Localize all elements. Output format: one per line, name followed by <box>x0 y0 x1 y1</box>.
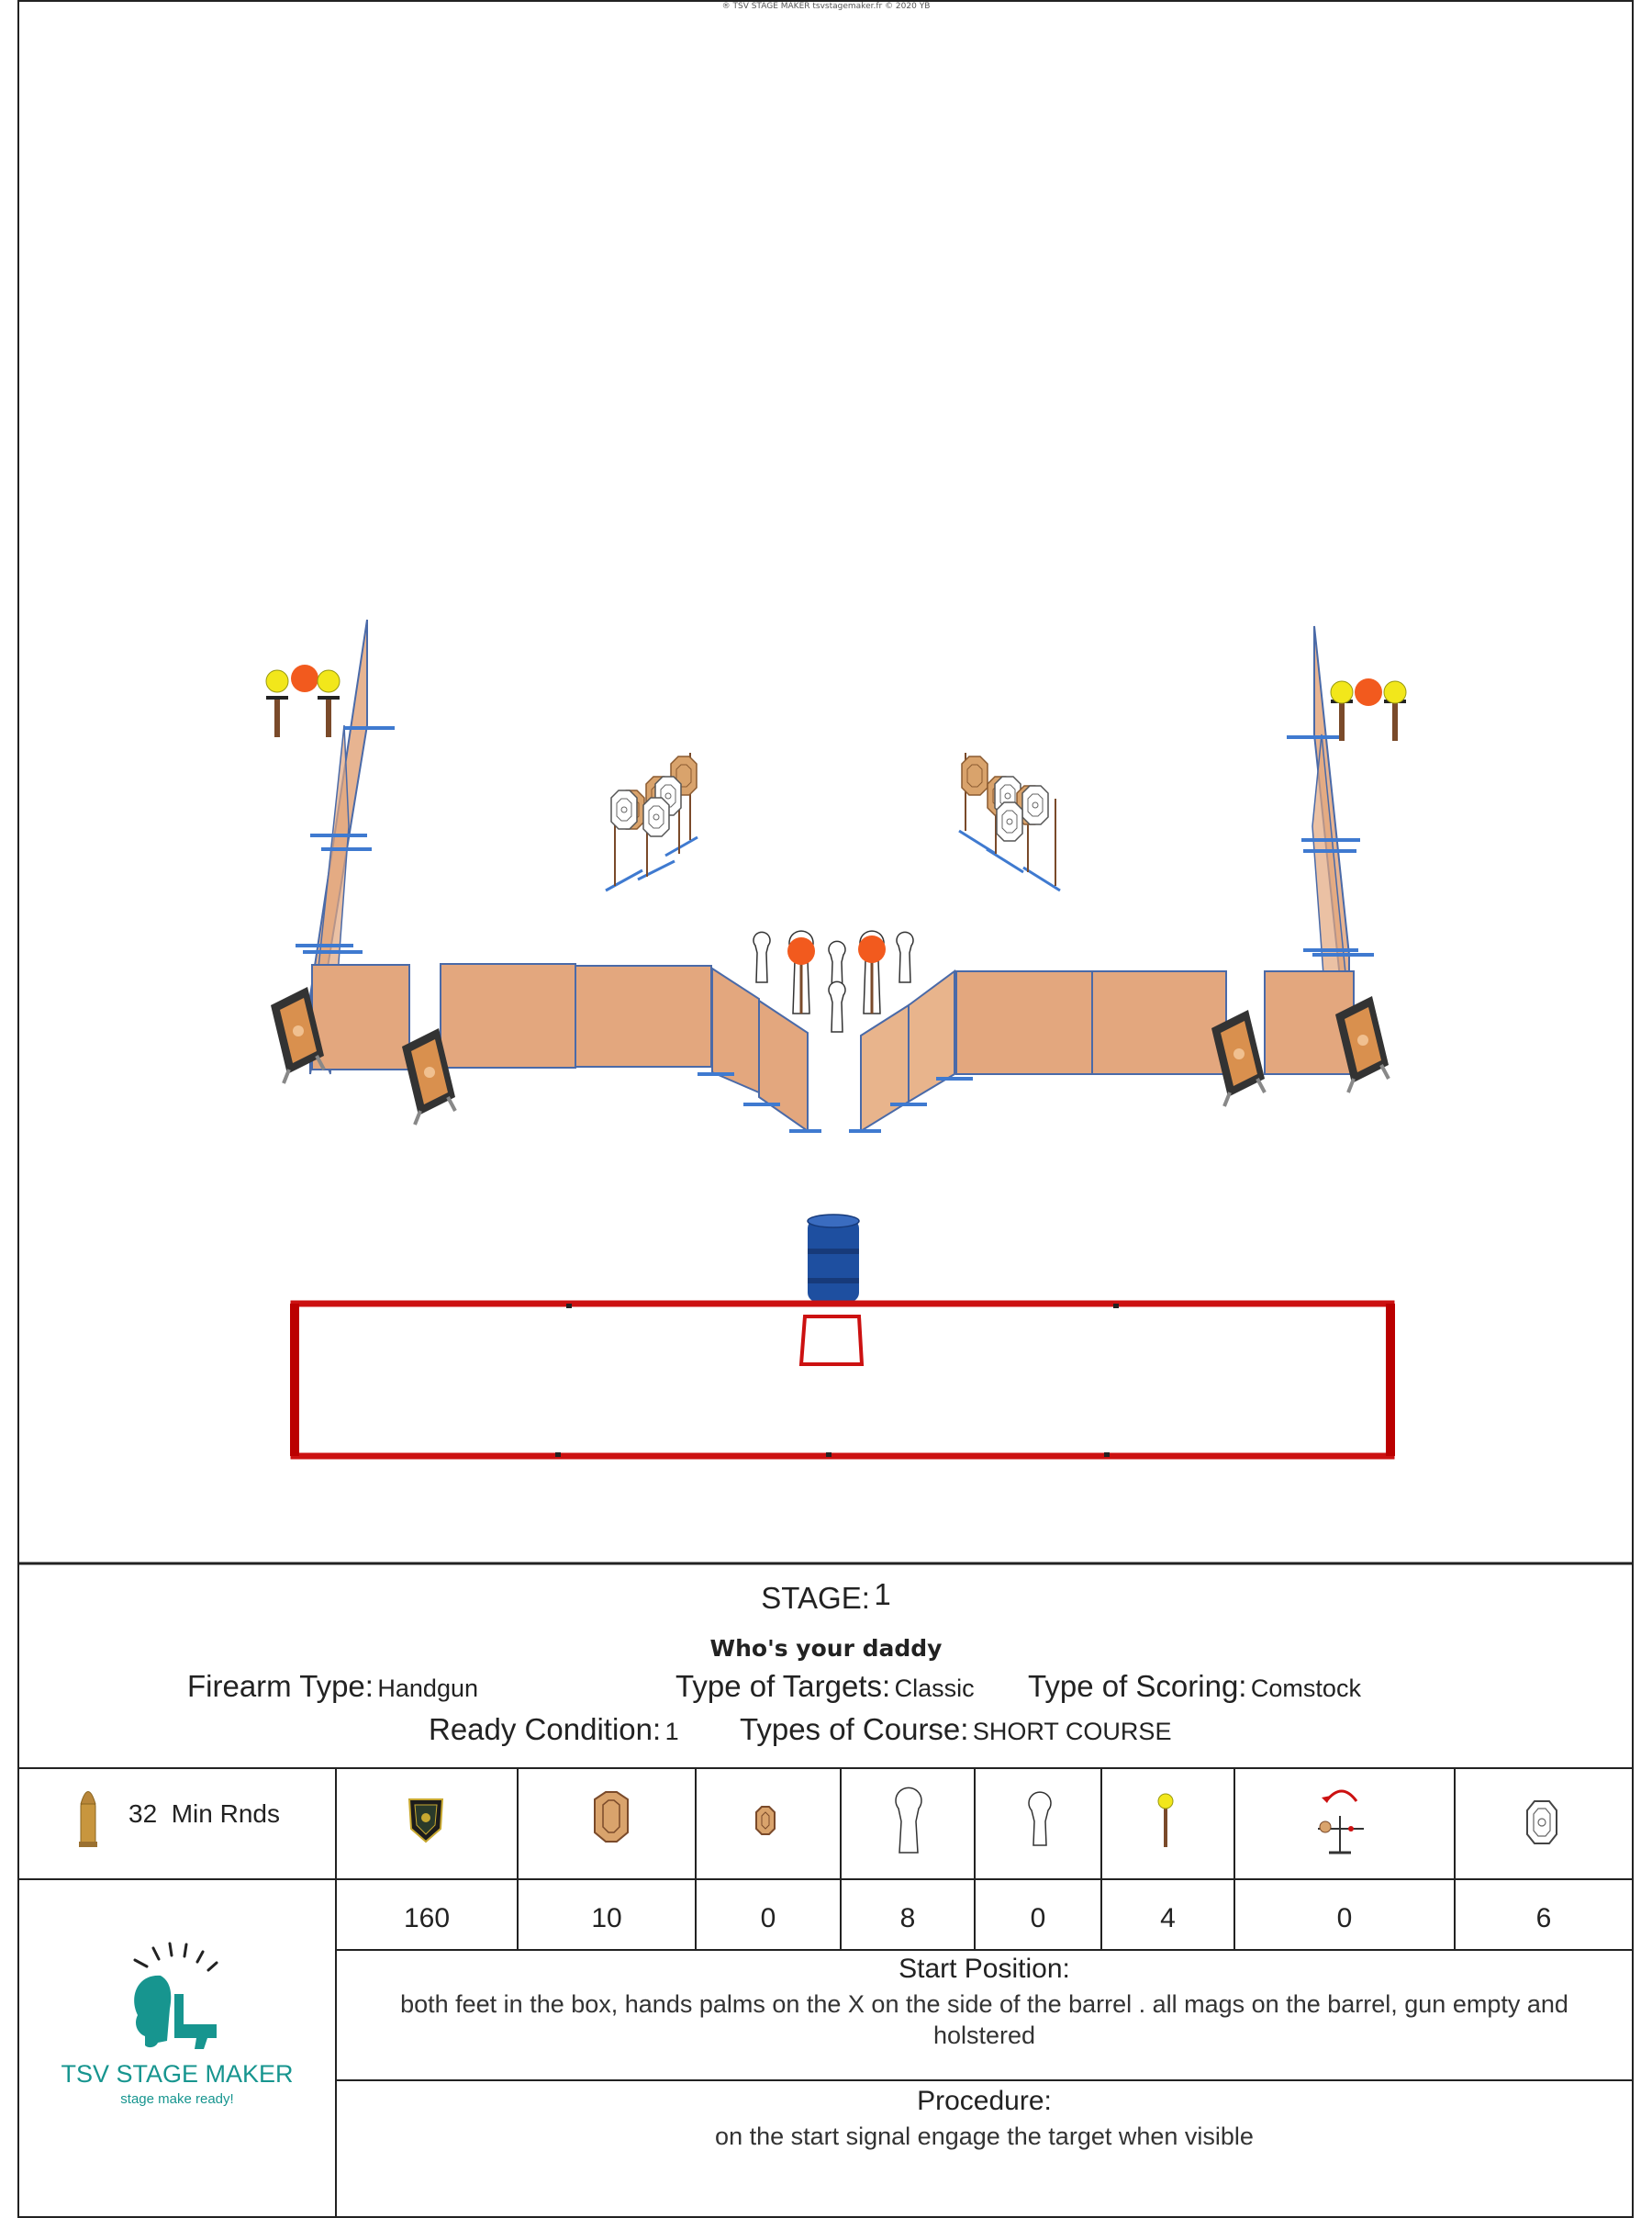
logo-tagline: stage make ready! <box>120 2091 234 2107</box>
copyright-text: ® TSV STAGE MAKER tsvstagemaker.fr © 202… <box>721 2 931 11</box>
scoring-type-label: Type of Scoring: <box>1028 1669 1247 1703</box>
steel-plate-icon <box>1157 1793 1174 1847</box>
left-target-cluster <box>605 753 698 892</box>
count-steel-plate: 4 <box>1160 1903 1176 1933</box>
scoring-type: Type of Scoring: Comstock <box>1028 1669 1361 1704</box>
badge-icon <box>407 1798 444 1843</box>
procedure-title: Procedure: <box>917 2086 1052 2116</box>
ready-condition-value: 1 <box>664 1718 679 1745</box>
left-steel-group <box>265 665 340 737</box>
firearm-type: Firearm Type: Handgun <box>187 1669 478 1704</box>
barrel <box>807 1214 860 1302</box>
count-swinger: 0 <box>1336 1903 1353 1933</box>
ready-condition: Ready Condition: 1 <box>429 1712 679 1747</box>
start-position-title: Start Position: <box>899 1954 1070 1984</box>
popper-icon <box>895 1787 922 1854</box>
firearm-type-value: Handgun <box>377 1675 479 1702</box>
course-type: Types of Course: SHORT COURSE <box>740 1712 1171 1747</box>
procedure-text: on the start signal engage the target wh… <box>715 2123 1254 2150</box>
count-classic: 6 <box>1535 1903 1552 1933</box>
mini-popper-icon <box>1028 1791 1052 1846</box>
logo-name: TSV STAGE MAKER <box>61 2060 294 2088</box>
firearm-type-label: Firearm Type: <box>187 1669 374 1703</box>
front-walls-right <box>849 969 1355 1133</box>
min-rounds-count: 32 <box>128 1799 158 1828</box>
classic-target-icon <box>1526 1800 1557 1844</box>
stage-number: 1 <box>874 1577 891 1611</box>
mini-ipsc-target-icon <box>755 1806 776 1835</box>
course-type-label: Types of Course: <box>740 1712 969 1746</box>
front-walls-left <box>311 963 821 1133</box>
stage-heading: STAGE: 1 <box>0 1577 1652 1616</box>
stage-label: STAGE: <box>761 1581 870 1615</box>
shooting-area <box>290 1300 1395 1460</box>
min-rounds: 32 Min Rnds <box>128 1799 280 1829</box>
tsv-logo-icon <box>133 1942 218 2049</box>
course-type-value: SHORT COURSE <box>972 1718 1172 1745</box>
right-target-cluster <box>958 753 1061 892</box>
target-type-label: Type of Targets: <box>675 1669 891 1703</box>
center-popper-cluster <box>753 930 914 1033</box>
target-type: Type of Targets: Classic <box>675 1669 975 1704</box>
target-type-value: Classic <box>894 1675 975 1702</box>
count-popper: 8 <box>899 1903 916 1933</box>
count-mini-ipsc: 0 <box>760 1903 776 1933</box>
right-steel-group <box>1330 678 1407 741</box>
bullet-icon <box>79 1791 97 1847</box>
ipsc-target-icon <box>594 1791 629 1843</box>
count-mini-popper: 0 <box>1030 1903 1046 1933</box>
sheet-frame <box>17 0 1634 2218</box>
min-rounds-label: Min Rnds <box>171 1799 280 1828</box>
ready-condition-label: Ready Condition: <box>429 1712 662 1746</box>
stage-name: Who's your daddy <box>709 1635 943 1662</box>
start-position-text: both feet in the box, hands palms on the… <box>400 1990 1568 2049</box>
swinger-icon <box>1318 1789 1364 1854</box>
scoring-type-value: Comstock <box>1250 1675 1361 1702</box>
count-badge: 160 <box>403 1903 451 1933</box>
count-ipsc: 10 <box>591 1903 622 1933</box>
